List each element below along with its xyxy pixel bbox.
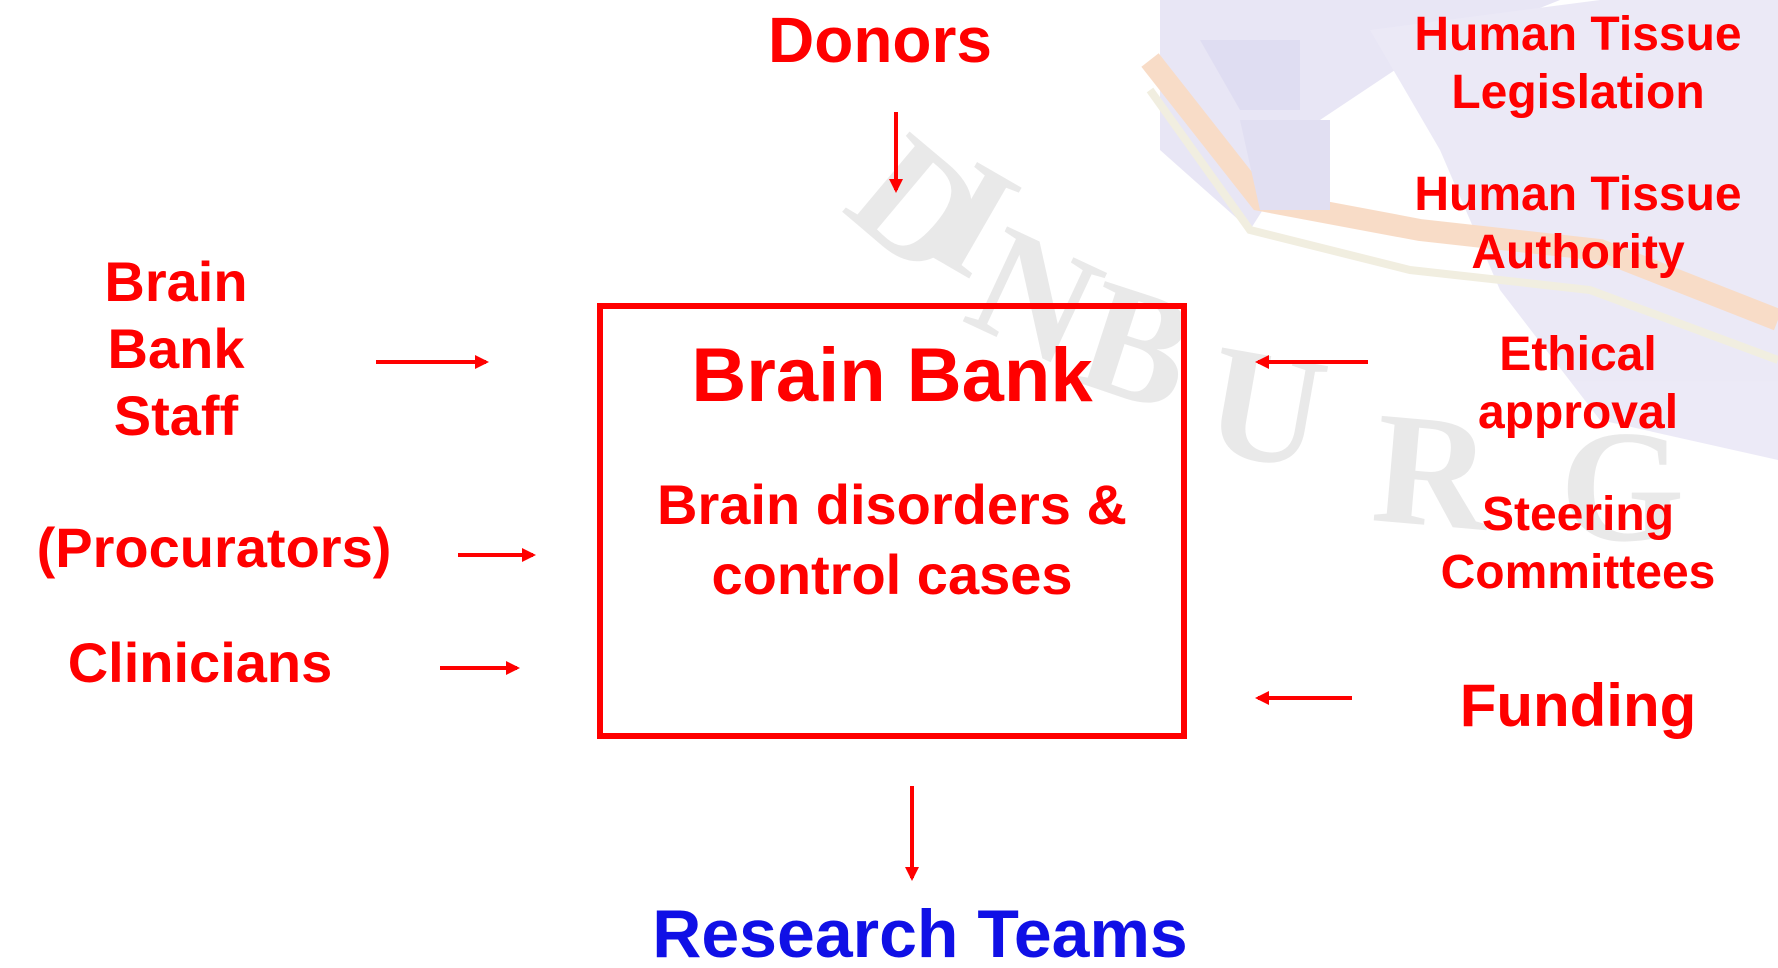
svg-text:I: I <box>903 126 1046 311</box>
research-teams-label: Research Teams <box>652 896 1188 968</box>
ethical-approval-label: Ethical approval <box>1477 328 1679 439</box>
tissue-authority-label: Human Tissue Authority <box>1414 168 1742 279</box>
procurators-label: (Procurators) <box>36 516 392 579</box>
brain-bank-subtitle: Brain disorders & control cases <box>657 473 1127 606</box>
brain-bank-title: Brain Bank <box>691 333 1093 418</box>
clinicians-label: Clinicians <box>67 631 333 694</box>
svg-text:D: D <box>818 100 1021 311</box>
steering-committees-label: Steering Committees <box>1440 488 1716 599</box>
donors-label: Donors <box>768 4 992 76</box>
brain-bank-staff-label: Brain Bank Staff <box>104 250 248 448</box>
svg-text:U: U <box>1194 309 1339 504</box>
funding-label: Funding <box>1459 672 1697 739</box>
brain-bank-box <box>597 303 1187 739</box>
tissue-legislation-label: Human Tissue Legislation <box>1414 8 1742 119</box>
